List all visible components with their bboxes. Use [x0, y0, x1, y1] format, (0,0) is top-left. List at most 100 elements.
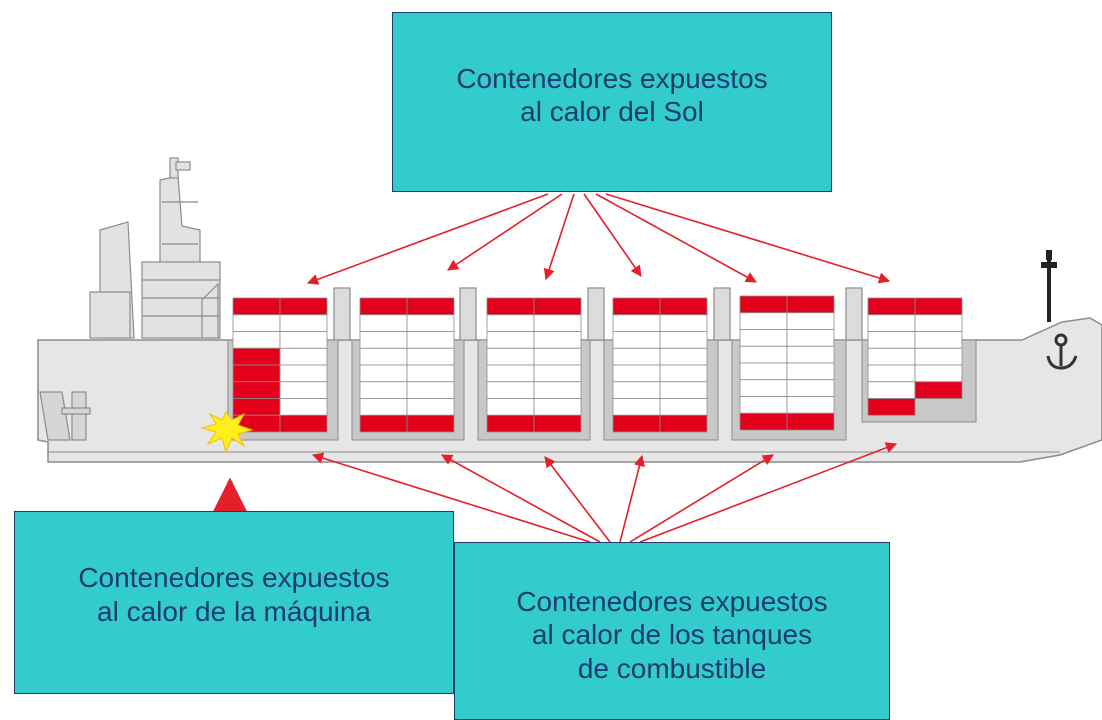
tank-arrow-6: [639, 442, 898, 543]
heated-container: [359, 297, 408, 316]
container: [279, 364, 328, 383]
heated-container: [867, 297, 916, 316]
container: [232, 314, 281, 332]
container: [359, 398, 408, 416]
container: [786, 396, 835, 414]
container: [279, 381, 328, 399]
heated-container: [786, 295, 835, 314]
container: [612, 364, 661, 383]
stern-rudder: [39, 391, 91, 441]
hatch-columns: [333, 287, 863, 341]
tank-arrow-5: [629, 454, 774, 543]
container: [406, 398, 455, 416]
heated-container: [533, 297, 582, 316]
container: [739, 345, 788, 364]
container: [786, 329, 835, 347]
heated-container: [486, 414, 535, 433]
container: [533, 331, 582, 349]
sun-arrow-5: [595, 193, 757, 283]
callout-tanks-line-1: Contenedores expuestos: [516, 586, 828, 618]
container: [533, 314, 582, 332]
callout-engine-line-2: al calor de la máquina: [97, 595, 371, 627]
heated-container: [533, 414, 582, 433]
container: [867, 381, 916, 399]
heated-container: [232, 297, 281, 316]
engine-heat-flash-icon: [200, 411, 254, 454]
container: [359, 381, 408, 399]
container: [486, 331, 535, 349]
hold-5: [739, 295, 835, 431]
container: [786, 379, 835, 397]
callout-engine-line-1: Contenedores expuestos: [78, 562, 390, 594]
container: [486, 314, 535, 332]
tank-arrow-4: [619, 454, 645, 543]
heated-container: [232, 347, 281, 366]
container: [279, 331, 328, 349]
heated-container: [739, 412, 788, 431]
container: [406, 364, 455, 383]
sun-arrow-1: [306, 193, 549, 285]
container: [612, 314, 661, 332]
heated-container: [867, 398, 916, 416]
callout-sun-line-1: Contenedores expuestos: [456, 62, 768, 94]
container: [659, 331, 708, 349]
callout-fuel-tank-heat: Contenedores expuestos al calor de los t…: [454, 542, 890, 720]
container: [786, 362, 835, 381]
container: [867, 331, 916, 349]
ship-superstructure: [89, 157, 221, 339]
container: [359, 347, 408, 366]
container: [914, 364, 963, 383]
container: [612, 347, 661, 366]
container: [612, 331, 661, 349]
container: [739, 329, 788, 347]
container: [486, 381, 535, 399]
heated-container: [786, 412, 835, 431]
hold-2: [359, 297, 455, 433]
container: [867, 364, 916, 383]
sun-arrow-2: [447, 193, 563, 271]
container: [406, 314, 455, 332]
container: [232, 331, 281, 349]
heated-container: [739, 295, 788, 314]
container: [279, 347, 328, 366]
container: [786, 345, 835, 364]
container: [739, 396, 788, 414]
container: [486, 347, 535, 366]
container: [739, 379, 788, 397]
hold-1: [232, 297, 328, 433]
tank-heat-arrows: [311, 442, 898, 543]
container: [659, 364, 708, 383]
container: [659, 381, 708, 399]
container: [359, 314, 408, 332]
container: [659, 398, 708, 416]
container: [359, 364, 408, 383]
anchor-icon: [1046, 333, 1078, 370]
heated-container: [279, 297, 328, 316]
heated-container: [359, 414, 408, 433]
sun-arrow-3: [543, 193, 575, 281]
container: [914, 347, 963, 366]
heated-container: [232, 364, 281, 383]
callout-sun-line-2: al calor del Sol: [520, 96, 704, 127]
container: [533, 381, 582, 399]
heated-container: [914, 381, 963, 399]
heated-container: [279, 414, 328, 433]
heated-container: [406, 297, 455, 316]
container: [786, 312, 835, 330]
container: [486, 398, 535, 416]
container: [406, 381, 455, 399]
container: [612, 398, 661, 416]
container: [406, 331, 455, 349]
heated-container: [914, 297, 963, 316]
heated-container: [612, 414, 661, 433]
container: [867, 347, 916, 366]
container: [659, 314, 708, 332]
container: [533, 398, 582, 416]
container: [867, 314, 916, 332]
container: [739, 312, 788, 330]
heated-container: [612, 297, 661, 316]
hold-6: [867, 297, 963, 416]
heated-container: [232, 398, 281, 416]
callout-engine-heat: Contenedores expuestos al calor de la má…: [14, 511, 454, 694]
